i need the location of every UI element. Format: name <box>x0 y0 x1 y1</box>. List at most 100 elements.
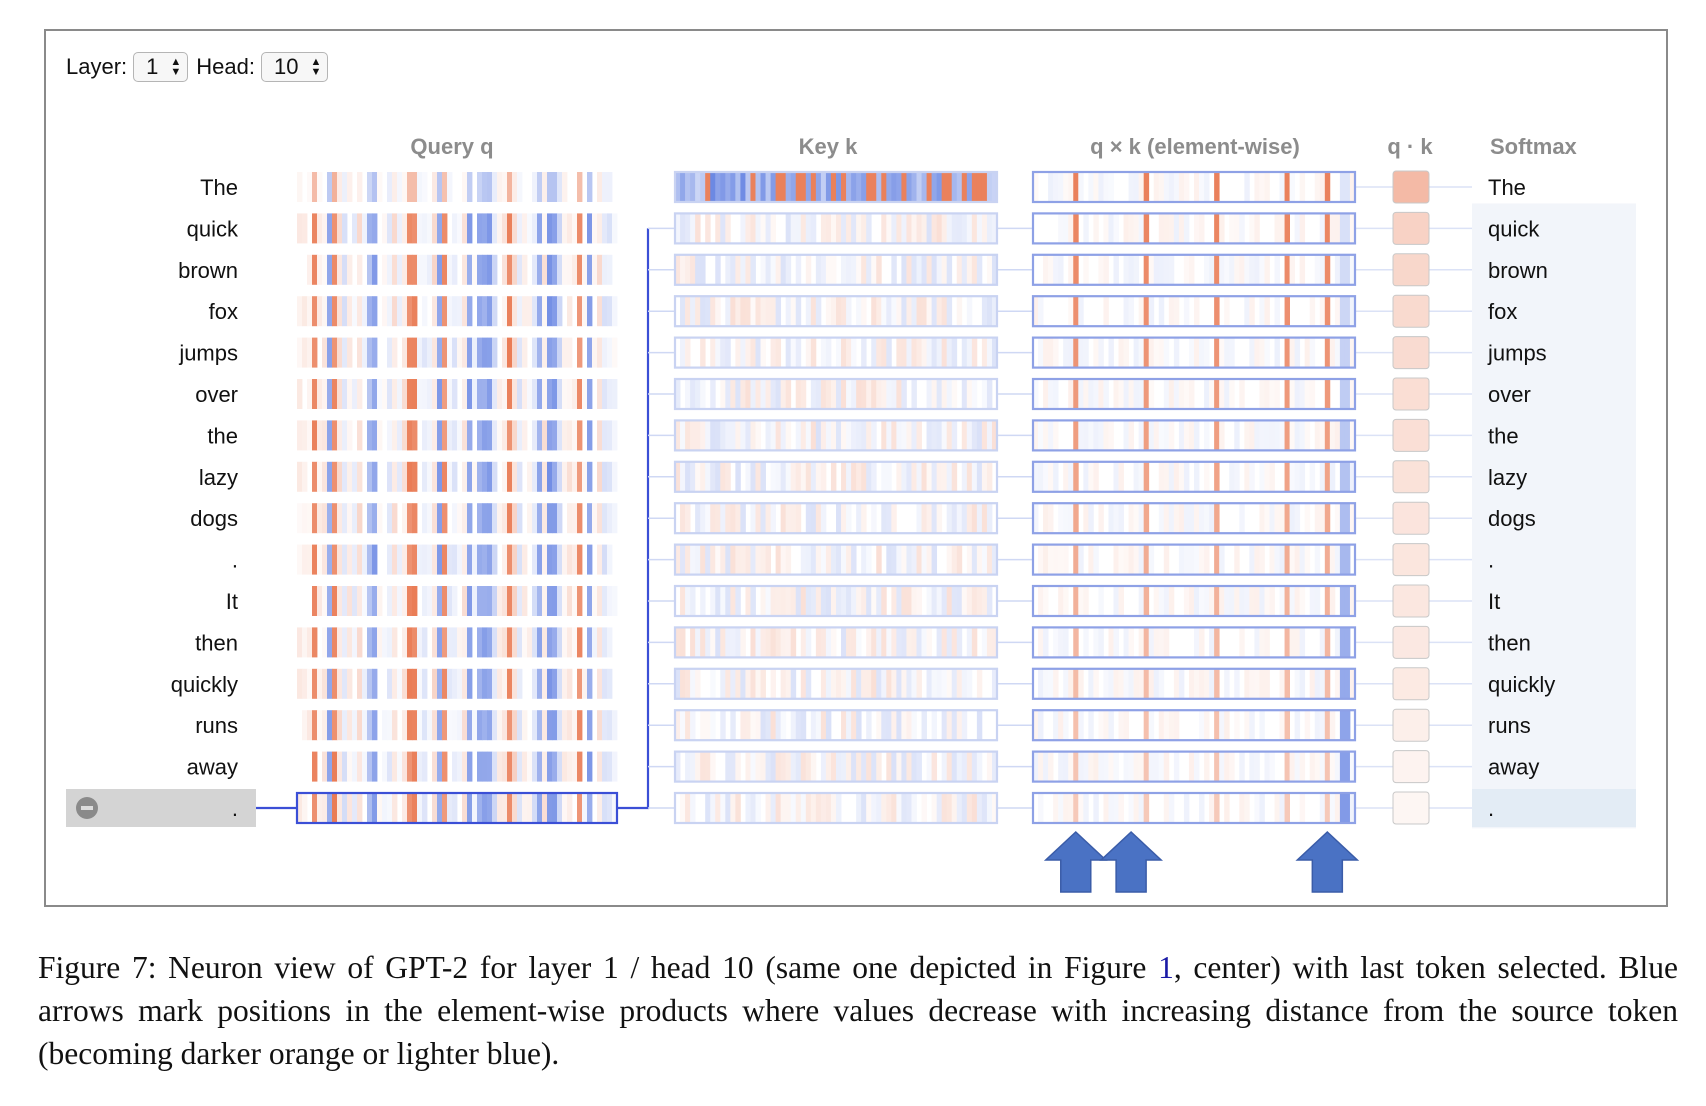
query-token-label[interactable]: away <box>187 755 238 780</box>
neuron-cell <box>715 296 721 327</box>
query-token-label[interactable]: . <box>232 548 238 573</box>
neuron-cell <box>926 751 932 782</box>
key-token-label[interactable]: dogs <box>1488 506 1536 531</box>
neuron-cell <box>836 503 842 534</box>
neuron-cell <box>1304 544 1311 575</box>
neuron-cell <box>387 213 393 244</box>
neuron-cell <box>795 751 802 782</box>
neuron-cell <box>986 420 993 451</box>
key-token-label[interactable]: brown <box>1488 258 1548 283</box>
neuron-cell <box>327 793 333 823</box>
query-token-label[interactable]: jumps <box>178 341 238 366</box>
neuron-cell <box>1148 710 1155 741</box>
key-token-label[interactable]: lazy <box>1488 465 1527 490</box>
query-token-label[interactable]: . <box>232 796 238 821</box>
neuron-cell <box>342 461 348 492</box>
neuron-cell <box>1204 751 1210 782</box>
key-token-label[interactable]: over <box>1488 382 1531 407</box>
neuron-cell <box>387 379 393 409</box>
neuron-cell <box>946 337 953 368</box>
neuron-cell <box>1239 254 1245 285</box>
neuron-cell <box>981 586 988 616</box>
neuron-cell <box>725 420 731 451</box>
neuron-cell <box>522 254 528 285</box>
neuron-cell <box>991 296 998 327</box>
neuron-cell <box>1289 503 1296 534</box>
updown-arrows-icon: ▲▼ <box>310 56 322 78</box>
neuron-cell <box>407 379 413 409</box>
neuron-cell <box>467 461 473 492</box>
figure-caption: Figure 7: Neuron view of GPT-2 for layer… <box>38 946 1678 1075</box>
neuron-cell <box>432 461 438 492</box>
neuron-cell <box>1339 213 1346 244</box>
neuron-cell <box>1254 751 1260 782</box>
key-token-label[interactable]: It <box>1488 589 1500 614</box>
neuron-cell <box>841 627 847 658</box>
query-token-label[interactable]: fox <box>209 299 238 324</box>
layer-select[interactable]: 1 ▲▼ <box>133 52 189 82</box>
neuron-cell <box>337 337 343 368</box>
neuron-cell <box>407 503 413 534</box>
query-token-label[interactable]: lazy <box>199 465 238 490</box>
neuron-cell <box>402 296 408 327</box>
neuron-cell <box>846 337 852 368</box>
neuron-cell <box>745 379 751 409</box>
key-token-label[interactable]: The <box>1488 175 1526 200</box>
neuron-cell <box>896 172 902 202</box>
key-token-label[interactable]: then <box>1488 630 1531 655</box>
key-token-label[interactable]: . <box>1488 548 1494 573</box>
neuron-cell <box>1204 710 1210 741</box>
neuron-cell <box>477 379 483 409</box>
product-vector-bar <box>1031 667 1357 700</box>
neuron-cell <box>1204 420 1210 451</box>
neuron-cell <box>881 296 887 327</box>
neuron-cell <box>487 420 493 451</box>
query-token-label[interactable]: brown <box>178 258 238 283</box>
neuron-cell <box>362 710 368 741</box>
neuron-cell <box>337 420 343 451</box>
key-token-label[interactable]: runs <box>1488 713 1531 738</box>
neuron-cell <box>577 420 583 451</box>
neuron-cell <box>866 213 872 244</box>
key-token-label[interactable]: away <box>1488 755 1539 780</box>
neuron-cell <box>1224 379 1230 409</box>
neuron-cell <box>795 586 802 616</box>
key-token-label[interactable]: quickly <box>1488 672 1555 697</box>
figure-ref-link[interactable]: 1 <box>1158 950 1174 985</box>
query-token-label[interactable]: quick <box>187 216 239 241</box>
query-token-label[interactable]: The <box>200 175 238 200</box>
neuron-cell <box>830 296 837 327</box>
key-token-label[interactable]: the <box>1488 423 1519 448</box>
neuron-cell <box>795 296 802 327</box>
neuron-cell <box>1334 627 1341 658</box>
neuron-cell <box>800 379 807 409</box>
query-token-label[interactable]: It <box>226 589 238 614</box>
key-token-label[interactable]: fox <box>1488 299 1517 324</box>
neuron-cell <box>1073 751 1079 782</box>
neuron-cell <box>805 254 812 285</box>
neuron-cell <box>1113 586 1119 616</box>
neuron-cell <box>1098 751 1104 782</box>
query-token-label[interactable]: over <box>195 382 238 407</box>
head-select[interactable]: 10 ▲▼ <box>261 52 329 82</box>
key-token-label[interactable]: quick <box>1488 216 1540 241</box>
neuron-cell <box>572 710 578 741</box>
neuron-cell <box>1173 379 1180 409</box>
neuron-cell <box>730 503 736 534</box>
neuron-cell <box>612 710 618 741</box>
query-token-label[interactable]: the <box>207 423 238 448</box>
key-token-label[interactable]: . <box>1488 796 1494 821</box>
product-vector-bar <box>1031 709 1357 742</box>
query-token-label[interactable]: quickly <box>171 672 238 697</box>
query-token-label[interactable]: then <box>195 630 238 655</box>
neuron-cell <box>705 420 711 451</box>
neuron-cell <box>715 213 721 244</box>
neuron-cell <box>402 461 408 492</box>
query-token-label[interactable]: dogs <box>190 506 238 531</box>
neuron-cell <box>1068 213 1074 244</box>
neuron-cell <box>522 420 528 451</box>
neuron-cell <box>936 213 943 244</box>
query-token-label[interactable]: runs <box>195 713 238 738</box>
neuron-cell <box>841 420 847 451</box>
key-token-label[interactable]: jumps <box>1487 341 1547 366</box>
